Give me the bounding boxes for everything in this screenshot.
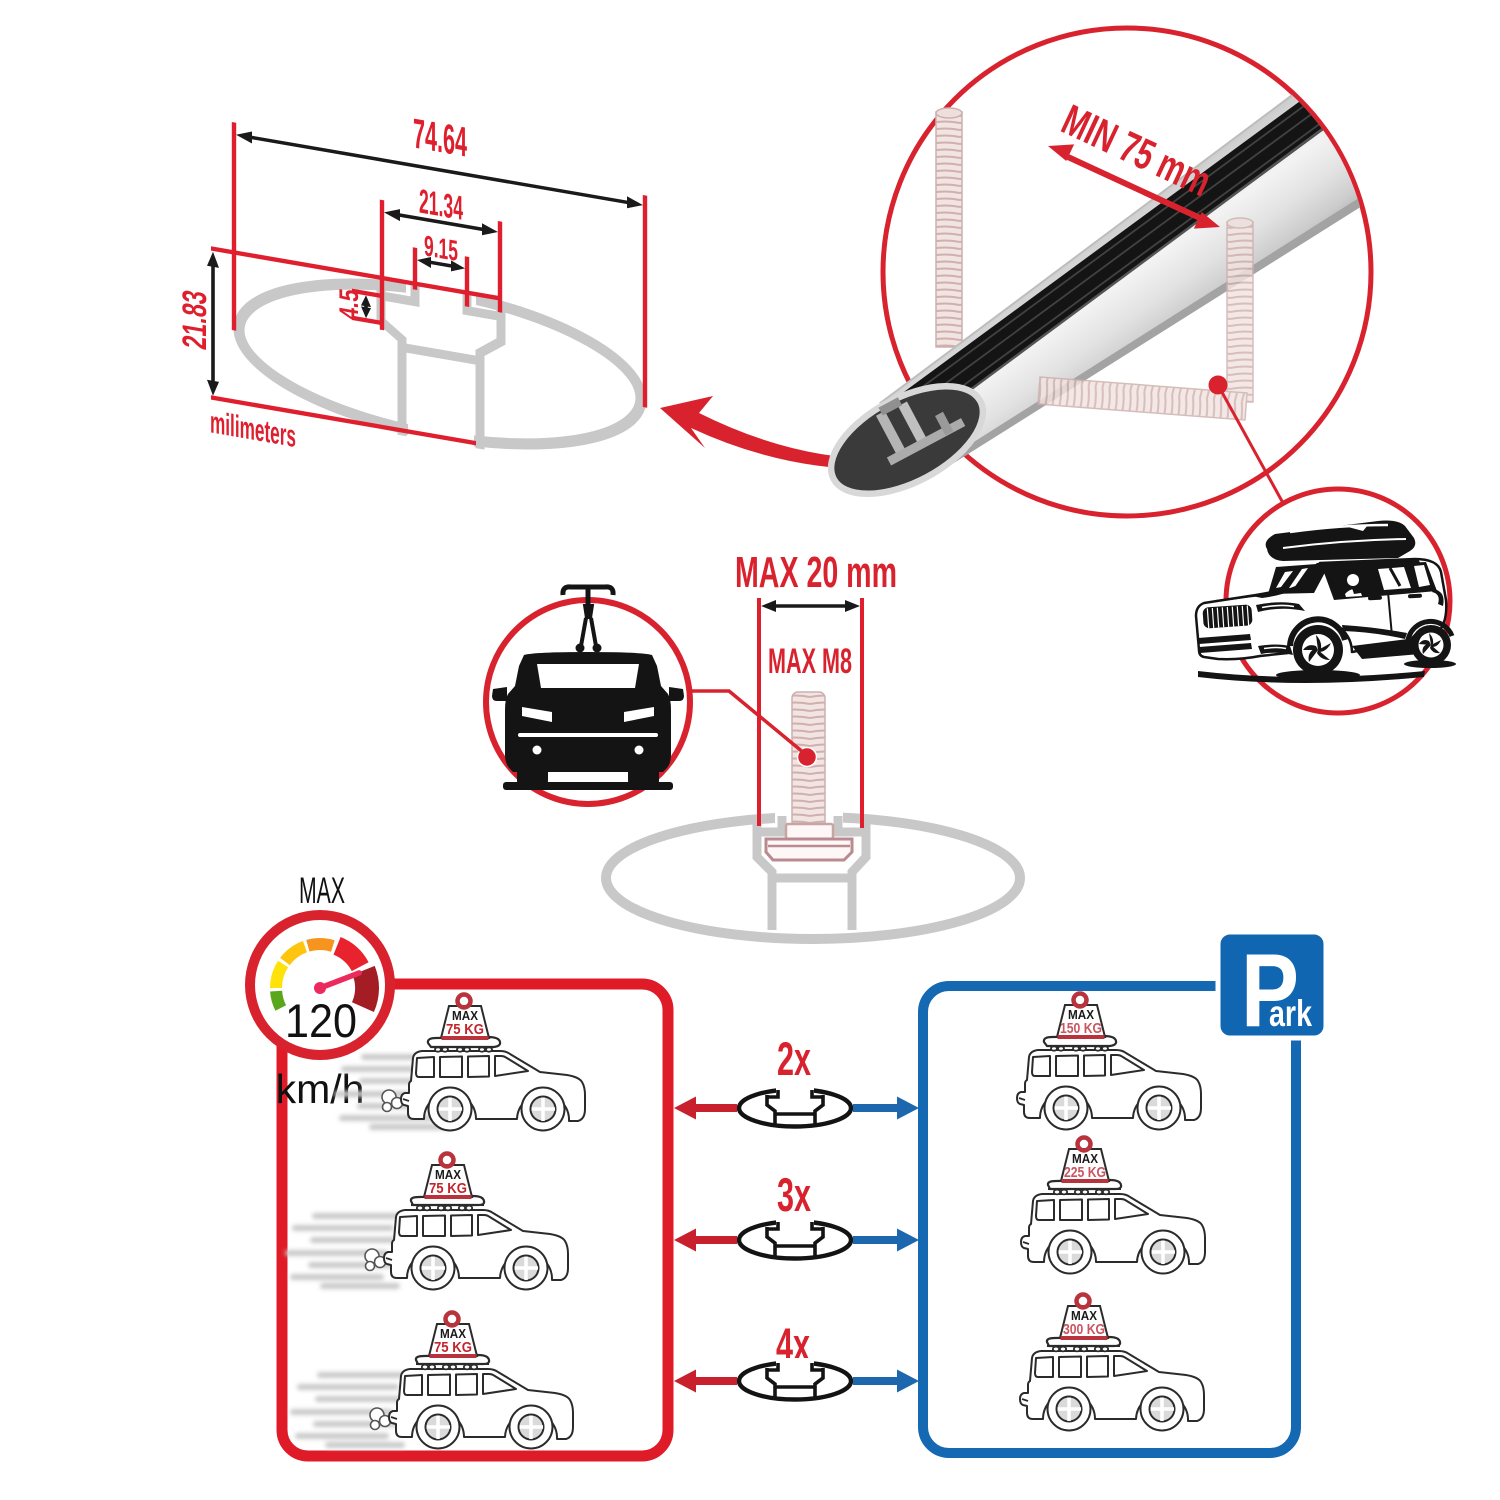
svg-text:120: 120 [285, 994, 357, 1047]
svg-text:75 KG: 75 KG [446, 1022, 484, 1038]
svg-text:2x: 2x [777, 1032, 811, 1085]
svg-text:3x: 3x [777, 1168, 811, 1221]
svg-text:21.83: 21.83 [176, 287, 214, 352]
svg-text:MAX: MAX [1072, 1151, 1098, 1166]
svg-text:21.34: 21.34 [419, 183, 463, 228]
svg-text:225 KG: 225 KG [1064, 1165, 1106, 1181]
svg-text:MAX 20 mm: MAX 20 mm [735, 548, 897, 597]
svg-text:9.15: 9.15 [424, 230, 458, 268]
svg-text:MAX M8: MAX M8 [768, 642, 852, 681]
svg-text:4.5: 4.5 [333, 287, 364, 322]
svg-text:MAX: MAX [440, 1326, 466, 1341]
svg-text:km/h: km/h [276, 1066, 365, 1112]
svg-text:150 KG: 150 KG [1060, 1021, 1102, 1037]
svg-text:MAX: MAX [435, 1167, 461, 1182]
svg-text:75 KG: 75 KG [434, 1340, 472, 1356]
svg-text:74.64: 74.64 [413, 110, 467, 166]
svg-text:75 KG: 75 KG [429, 1181, 467, 1197]
svg-text:ark: ark [1269, 993, 1312, 1034]
svg-text:MAX: MAX [452, 1008, 478, 1023]
svg-text:MAX: MAX [299, 870, 345, 911]
svg-text:MAX: MAX [1071, 1308, 1097, 1323]
svg-text:P: P [1241, 933, 1299, 1049]
svg-text:MAX: MAX [1068, 1007, 1094, 1022]
svg-text:300 KG: 300 KG [1063, 1322, 1105, 1338]
